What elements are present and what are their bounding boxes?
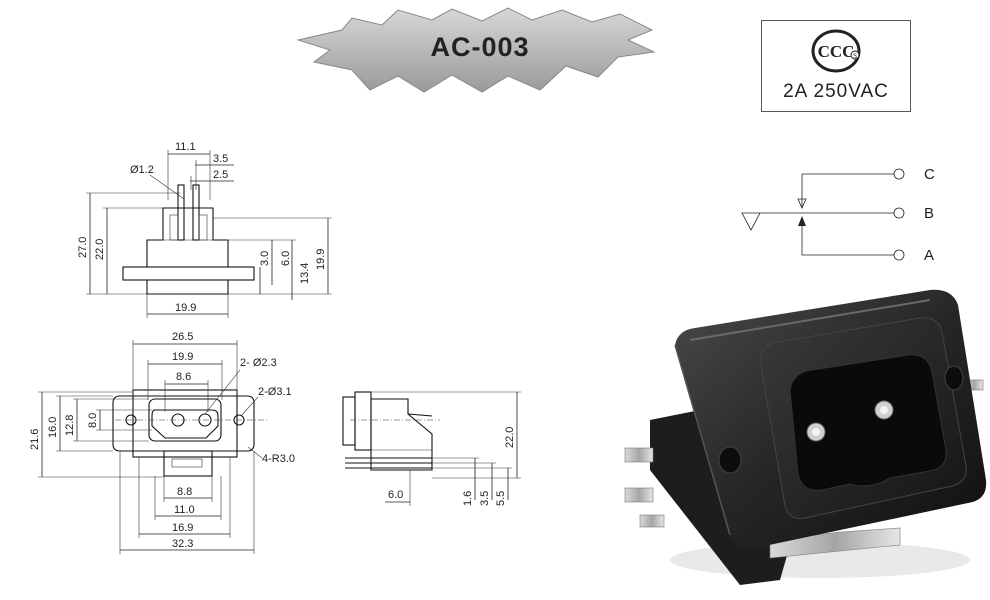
- profile-view-drawing: 22.0 6.0 1.6 3.5 5.5: [342, 391, 521, 506]
- side-view-drawing: 11.1 3.5 2.5 Ø1.2 27.0 22.0 3.0 6.0 13.4…: [77, 141, 332, 318]
- dim-11-1: 11.1: [175, 141, 196, 153]
- dim-8-0: 8.0: [87, 413, 99, 428]
- dim-22-0: 22.0: [94, 239, 106, 260]
- label-c: C: [924, 166, 935, 183]
- dim-5-5: 5.5: [495, 491, 507, 506]
- dim-16-0: 16.0: [47, 417, 59, 438]
- dim-2-5: 2.5: [213, 169, 228, 181]
- product-photo: [624, 289, 987, 585]
- dim-12-8: 12.8: [64, 415, 76, 436]
- dim-16-9: 16.9: [172, 522, 193, 534]
- dim-19-9-vertical: 19.9: [315, 249, 327, 270]
- dim-6-0: 6.0: [280, 251, 292, 266]
- ccc-logo-letters: CCC: [818, 42, 855, 61]
- front-view-drawing: 26.5 19.9 2- Ø2.3 8.6 2-Ø3.1 21.6 16.0 1…: [29, 331, 295, 554]
- dim-21-6: 21.6: [29, 429, 41, 450]
- title-banner: [296, 7, 656, 93]
- dim-26-5: 26.5: [172, 331, 193, 343]
- dim-19-9-horizontal: 19.9: [175, 302, 196, 314]
- dim-2-hole-3-1: 2-Ø3.1: [258, 386, 292, 398]
- dim-6-0-profile: 6.0: [388, 489, 403, 501]
- rating-text: 2A 250VAC: [783, 81, 889, 102]
- dim-22-0-profile: 22.0: [504, 427, 516, 448]
- dim-13-4: 13.4: [299, 263, 311, 284]
- dim-8-6: 8.6: [176, 371, 191, 383]
- certification-box: CCC S 2A 250VAC: [761, 20, 911, 112]
- terminal-b: [893, 207, 905, 219]
- dim-4-r3-0: 4-R3.0: [262, 453, 295, 465]
- dim-19-9: 19.9: [172, 351, 193, 363]
- dim-3-5: 3.5: [213, 153, 228, 165]
- dim-3-0: 3.0: [259, 251, 271, 266]
- dim-27-0: 27.0: [77, 237, 89, 258]
- title-banner-shape: [296, 7, 656, 93]
- part-number-title: AC-003: [430, 32, 530, 62]
- ccc-logo-mark: S: [853, 54, 857, 60]
- terminal-a: [893, 249, 905, 261]
- dim-32-3: 32.3: [172, 538, 193, 550]
- dim-pin-diameter: Ø1.2: [130, 164, 154, 176]
- dim-3-5-profile: 3.5: [479, 491, 491, 506]
- ccc-logo-icon: CCC S: [811, 29, 861, 73]
- dim-11-0: 11.0: [174, 504, 195, 516]
- circuit-schematic: C B A: [741, 166, 935, 264]
- dim-8-8: 8.8: [177, 486, 192, 498]
- dim-1-6: 1.6: [462, 491, 474, 506]
- label-a: A: [924, 247, 934, 264]
- terminal-c: [893, 168, 905, 180]
- dim-2-hole-2-3: 2- Ø2.3: [240, 357, 277, 369]
- label-b: B: [924, 205, 934, 222]
